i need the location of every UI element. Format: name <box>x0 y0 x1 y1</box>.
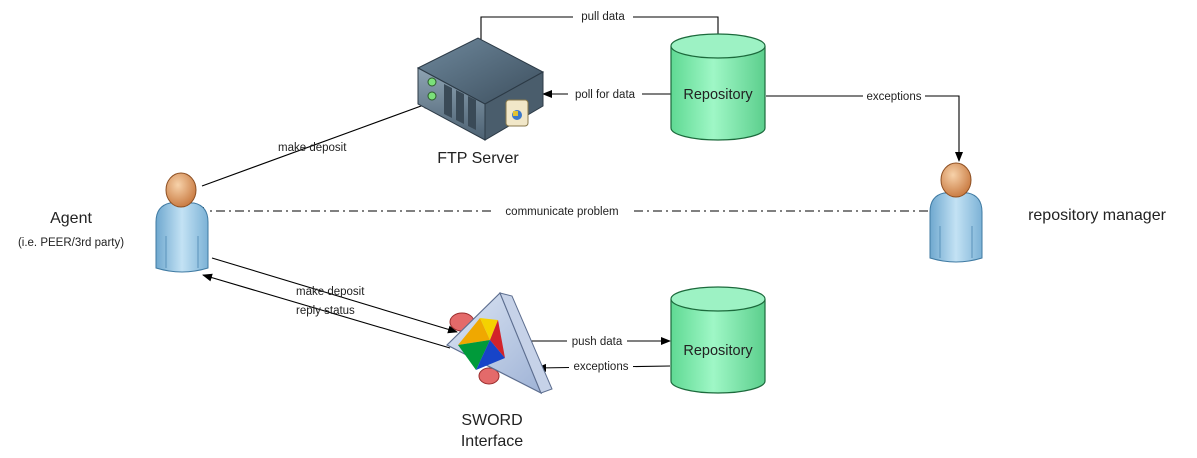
repository-top-cylinder <box>670 33 766 141</box>
repository-bottom-cylinder <box>670 286 766 394</box>
poll-for-data-label: poll for data <box>575 89 636 101</box>
edge-make-deposit-sword: make deposit <box>211 257 458 334</box>
agent-sublabel: (i.e. PEER/3rd party) <box>18 237 124 249</box>
sword-label-line2: Interface <box>461 433 523 450</box>
edge-reply-status: reply status <box>202 273 451 349</box>
repository-top-label: Repository <box>683 87 753 103</box>
repository-bottom-label: Repository <box>683 343 753 359</box>
reply-status-label: reply status <box>296 305 355 317</box>
agent-person-icon <box>155 172 209 273</box>
ftp-server-label: FTP Server <box>437 150 519 167</box>
sword-label-line1: SWORD <box>461 412 522 429</box>
edge-exceptions-top: exceptions <box>766 89 963 162</box>
edge-exceptions-bottom: exceptions <box>536 359 671 374</box>
edge-communicate-problem: communicate problem <box>194 203 928 219</box>
repository-manager-label: repository manager <box>1028 207 1167 224</box>
push-data-label: push data <box>572 336 623 348</box>
exceptions-bottom-label: exceptions <box>574 361 629 373</box>
edge-push-data: push data <box>524 334 671 349</box>
make-deposit-sword-label: make deposit <box>296 286 365 298</box>
exceptions-top-label: exceptions <box>867 91 922 103</box>
sword-interface-icon <box>445 291 553 395</box>
edge-poll-for-data: poll for data <box>542 87 671 102</box>
edge-pull-data: pull data <box>480 9 722 47</box>
make-deposit-ftp-label: make deposit <box>278 142 347 154</box>
pull-data-label: pull data <box>581 11 625 23</box>
ftp-server-icon <box>416 37 545 141</box>
communicate-problem-label: communicate problem <box>505 206 618 218</box>
repository-manager-person-icon <box>929 162 983 263</box>
edge-make-deposit-ftp: make deposit <box>201 101 433 187</box>
agent-label: Agent <box>50 210 92 227</box>
